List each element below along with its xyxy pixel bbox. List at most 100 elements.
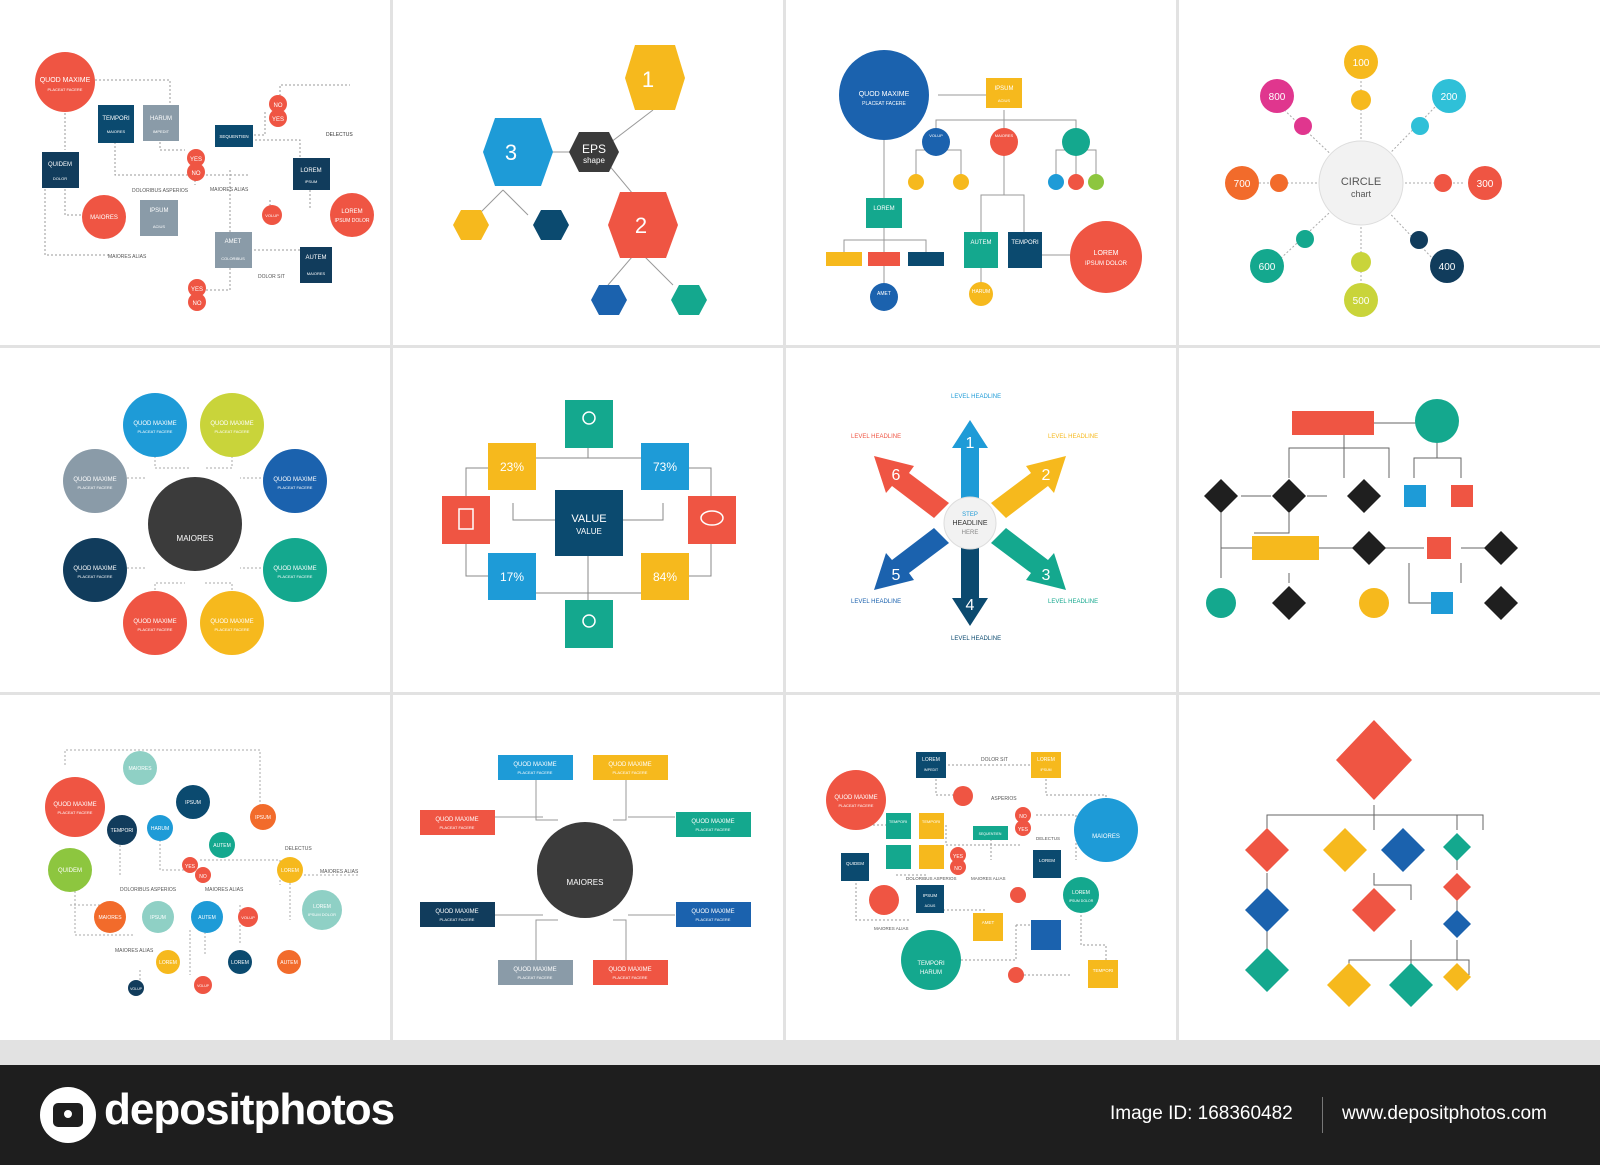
autem-bubble-label: AUTEM <box>213 843 231 849</box>
headline-6: LEVEL HEADLINE <box>851 434 901 440</box>
person-icon <box>582 411 596 425</box>
asperios-label: ASPERIOS <box>991 796 1017 802</box>
center-label: MAIORES <box>177 534 214 543</box>
diamond-red-2 <box>1352 888 1396 932</box>
maiores-autem-label: MAIORES <box>307 271 326 276</box>
icon-circle-3 <box>1048 174 1064 190</box>
lorem-ipsum-circle <box>1063 877 1099 913</box>
tempori-label: TEMPORI <box>102 116 130 122</box>
tempori-bubble <box>107 815 137 845</box>
autem-orange-bubble <box>277 950 301 974</box>
no-label-2: NO <box>192 171 201 177</box>
acius-label: ACIUS <box>153 224 166 229</box>
diamond-flow-diagram <box>1204 399 1518 620</box>
tempori-label: TEMPORI <box>1011 240 1039 246</box>
bubble-teal-label: QUOD MAXIME <box>273 566 316 572</box>
icon-circle-1 <box>908 174 924 190</box>
delectus-label: DELECTUS <box>285 846 312 852</box>
tempori-circle-label: TEMPORI <box>917 961 945 967</box>
ipsum-bubble <box>176 785 210 819</box>
autem-blue-bubble <box>191 901 223 933</box>
red-box-2 <box>1427 537 1451 559</box>
tempori-box-2-label: TEMPORI <box>1093 968 1114 973</box>
hexagon-3-number: 3 <box>505 140 517 165</box>
arrow-6-number: 6 <box>892 467 901 484</box>
yellow-box <box>919 845 944 869</box>
bubble-lime-label: QUOD MAXIME <box>210 421 253 427</box>
dot-800 <box>1294 117 1312 135</box>
acius-label: ACIUS <box>925 904 936 908</box>
chat-box <box>1031 920 1061 950</box>
ipsum-box-label: IPSUM <box>923 893 938 898</box>
doloribus-label: DOLORIBUS ASPERIOS <box>120 887 177 893</box>
mindmap-diagram: QUOD MAXIME PLACEAT FACERE QUOD MAXIME P… <box>420 755 751 985</box>
quidem-bubble-label: QUIDEM <box>58 868 82 874</box>
bubble-gray-label: QUOD MAXIME <box>73 477 116 483</box>
sequenti-box <box>215 125 253 147</box>
lorem-ipsum-bubble <box>302 890 342 930</box>
hexagon-1 <box>625 45 685 110</box>
yes-label-2: YES <box>953 854 964 860</box>
harum-label: HARUM <box>150 116 172 122</box>
center-label: MAIORES <box>567 878 604 887</box>
arrow-2 <box>991 456 1066 518</box>
node-500-label: 500 <box>1353 296 1370 307</box>
camera-logo-icon[interactable] <box>40 1087 96 1143</box>
bubble-red-label: QUOD MAXIME <box>133 619 176 625</box>
maiores-alias-right: MAIORES ALIAS <box>320 869 359 875</box>
teal-start-circle <box>1415 399 1459 443</box>
ipsum-dolor-label: IPSUM DOLOR <box>334 218 369 224</box>
volup-red-bubble <box>194 976 212 994</box>
mixed-flow-diagram: LOREM IMPEDIT DOLOR SIT LOREM IPSUM QUOD… <box>826 752 1138 990</box>
lorem-circle-label: LOREM <box>341 209 362 215</box>
headline-3: LEVEL HEADLINE <box>1048 599 1098 605</box>
headline-5: LEVEL HEADLINE <box>851 599 901 605</box>
tag-yellow-1-sub: PLACEAT FACERE <box>613 770 648 775</box>
diamond-tree-diagram <box>1245 720 1484 1007</box>
harum-label: HARUM <box>972 289 990 295</box>
image-id: Image ID: 168360482 <box>1110 1103 1293 1124</box>
lorem-box-1 <box>916 752 946 778</box>
yes-circle-2 <box>187 149 205 167</box>
hexagon-3 <box>483 118 553 186</box>
diamond-blue-2 <box>1245 888 1289 932</box>
bubble-teal-sub: PLACEAT FACERE <box>278 574 313 579</box>
maiores-orange-bubble <box>94 901 126 933</box>
yellow-end-circle <box>1359 588 1389 618</box>
node-200 <box>1432 79 1466 113</box>
ipsum-teal-bubble <box>142 901 174 933</box>
box-73 <box>641 443 689 490</box>
lorem-label: LOREM <box>300 168 321 174</box>
amet-box <box>973 913 1003 941</box>
site-link[interactable]: www.depositphotos.com <box>1342 1103 1547 1124</box>
impedit-label: IMPEDIT <box>924 768 939 772</box>
dot-300 <box>1434 174 1452 192</box>
autem-label: AUTEM <box>971 240 992 246</box>
bubble-lime-sub: PLACEAT FACERE <box>215 429 250 434</box>
diamond-yellow-2 <box>1327 963 1371 1007</box>
hexagon-royal-small <box>591 285 627 315</box>
collage-grid: QUOD MAXIME PLACEAT FACERE TEMPORI MAIOR… <box>0 0 1600 1040</box>
brand-logo-text[interactable]: depositphotos <box>104 1085 395 1134</box>
tag-blue-1 <box>498 755 573 780</box>
quidem-box <box>42 152 79 188</box>
panel-bubble-flow: MAIORES QUOD MAXIME PLACEAT FACERE IPSUM… <box>0 695 390 1040</box>
panel-flowchart-1: QUOD MAXIME PLACEAT FACERE TEMPORI MAIOR… <box>0 0 390 345</box>
center-circle <box>943 496 997 550</box>
diamond-yellow-small <box>1443 963 1471 991</box>
ipsum-small-label: IPSUM <box>305 179 318 184</box>
footer-separator <box>1322 1097 1323 1133</box>
yes-circle-2 <box>950 847 966 863</box>
lorem-box-3-label: LOREM <box>1039 858 1055 863</box>
autem-box <box>300 247 332 283</box>
no-circle <box>1015 807 1031 823</box>
node-500 <box>1344 283 1378 317</box>
center-circle <box>1318 140 1404 226</box>
shape-label: shape <box>583 156 605 165</box>
maiores-alias-label: MAIORES ALIAS <box>210 187 249 193</box>
autem-bubble <box>209 832 235 858</box>
quod-maxime-circle <box>35 52 95 112</box>
diamond-red-1 <box>1245 828 1289 872</box>
tempori-box-yellow <box>919 813 944 839</box>
volup-circle-2 <box>1008 967 1024 983</box>
